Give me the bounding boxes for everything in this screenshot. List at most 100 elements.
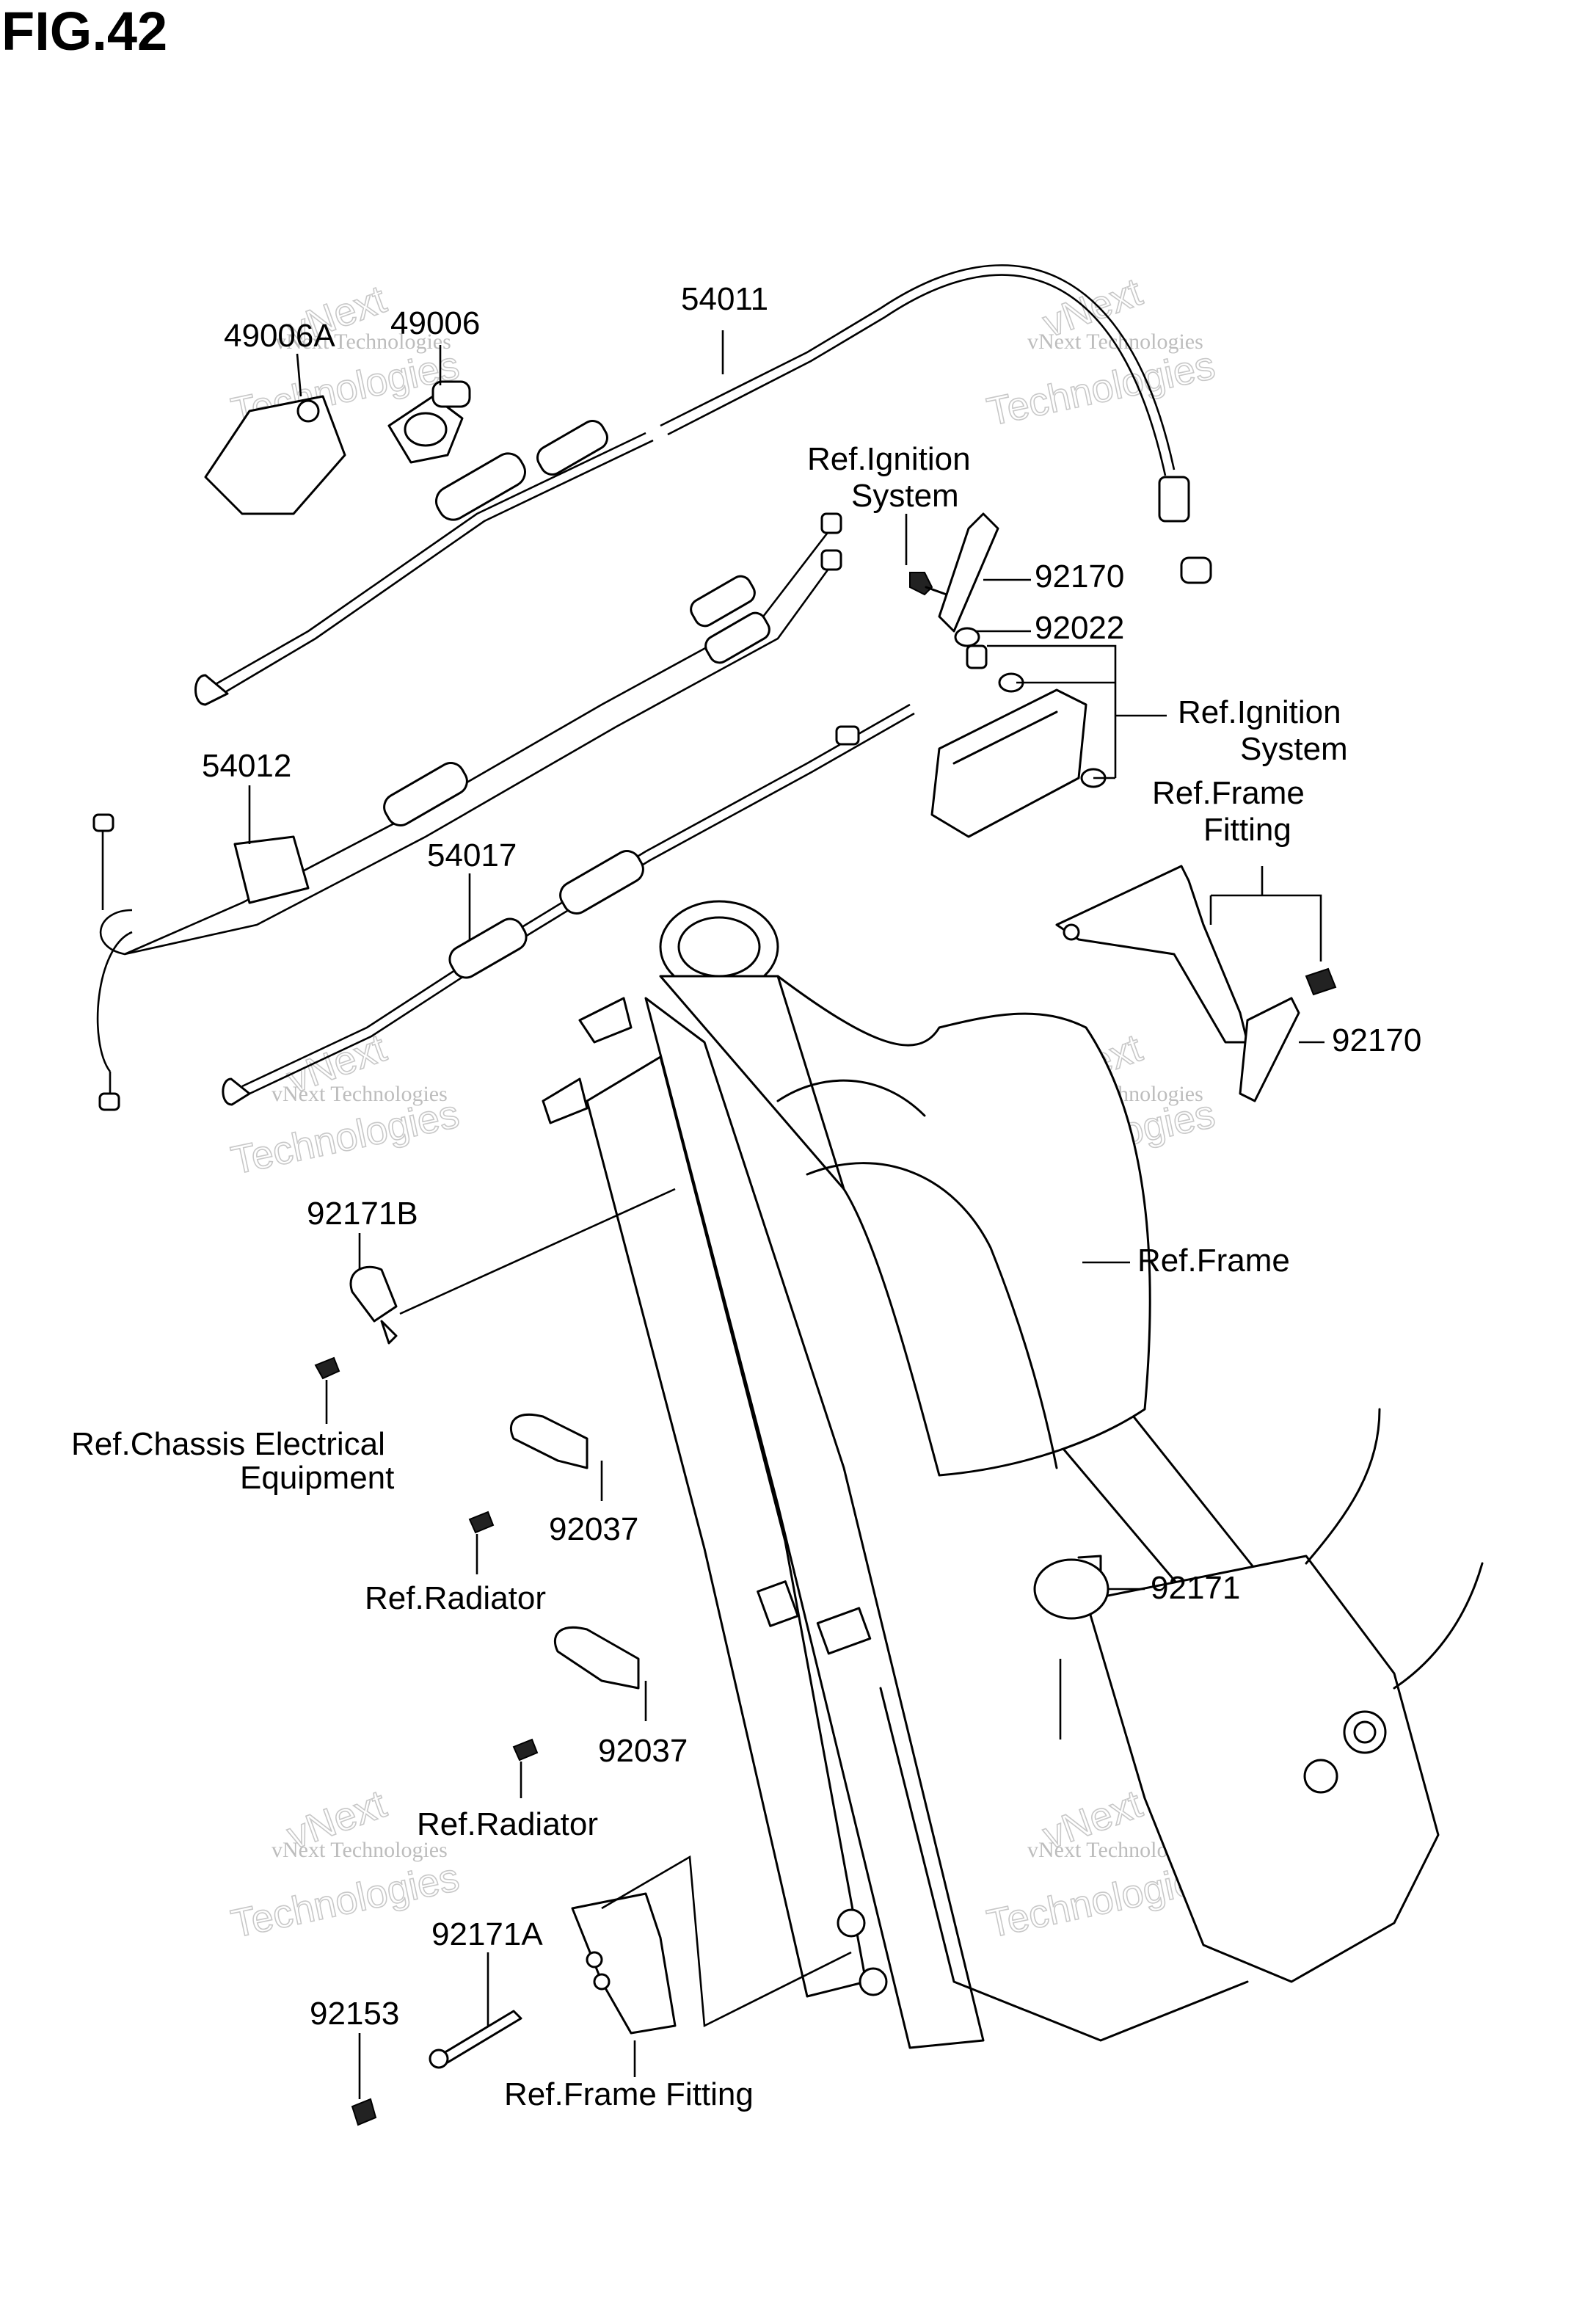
cable-54011-upper-run <box>660 307 881 427</box>
leader-ref-frame-fitting <box>1209 866 1322 961</box>
washer-92022 <box>954 627 980 647</box>
frame-pivot-hole <box>1353 1720 1377 1744</box>
bracket-body <box>1055 865 1249 1044</box>
clamp-92171B-body <box>349 1265 398 1323</box>
frame-boss-2 <box>1303 1759 1338 1794</box>
cable-54012-upper <box>99 520 838 956</box>
cable-54011-adjuster <box>435 452 526 521</box>
cable-54011-curve-edge <box>884 274 1167 476</box>
frame-fitting-bracket <box>1055 865 1337 1102</box>
clamp-92171-latch <box>1077 1555 1102 1572</box>
cable-54011-curve <box>880 264 1176 470</box>
frame-drawing <box>542 900 1484 2049</box>
guard-hole <box>296 399 320 423</box>
label-92171A: 92171A <box>431 1916 543 1952</box>
label-92022: 92022 <box>1035 610 1124 646</box>
cable-54012-adjuster-a <box>690 575 756 628</box>
clamp-92037-lower-body <box>553 1626 640 1690</box>
tie-92171A-head <box>429 2049 449 2069</box>
cable-54017-sleeve <box>559 850 644 915</box>
label-ref-frame-fitting-1: Ref.Frame <box>1152 775 1305 811</box>
tie-92171A <box>439 2010 522 2064</box>
watermark-big-bottom: Technologies <box>983 343 1219 435</box>
label-54011: 54011 <box>681 281 768 317</box>
label-ref-chassis-2: Equipment <box>240 1460 394 1496</box>
cable-54012-lower <box>96 557 838 1072</box>
part-49006A-guard <box>204 395 346 515</box>
cable-54012-end-c <box>92 813 114 832</box>
leader-ref-ignition-right <box>987 644 1167 779</box>
frame-fitting-bottom <box>351 1892 677 2126</box>
strap-92170-right <box>1239 997 1300 1102</box>
label-49006A: 49006A <box>224 318 335 354</box>
cable-54011-sleeve <box>536 420 608 476</box>
label-ref-ignition-right-1: Ref.Ignition <box>1178 694 1341 730</box>
frame-head-tab <box>578 997 633 1044</box>
fitting-plate-hole-2 <box>586 1951 603 1969</box>
leader-49006A <box>296 353 302 397</box>
cable-54017-fitting <box>835 725 860 746</box>
collar-92022-spacer <box>966 644 988 669</box>
label-92170-right: 92170 <box>1332 1022 1421 1058</box>
frame-rear-upper <box>1305 1408 1381 1565</box>
bracket-bolt <box>1305 967 1337 996</box>
frame-mount-hole <box>859 1967 888 1996</box>
ignition-module-edge <box>952 710 1058 765</box>
frame-tab <box>757 1580 799 1627</box>
part-labels: 49006A 49006 54011 Ref.Ignition System 9… <box>71 281 1421 2112</box>
label-54017: 54017 <box>427 837 517 873</box>
figure-title: FIG.42 <box>1 1 167 62</box>
clamp-92037-upper-body <box>509 1413 589 1469</box>
ignition-module <box>930 688 1087 838</box>
cable-54017 <box>222 703 915 1106</box>
label-ref-ignition-top-2: System <box>851 478 959 514</box>
label-92170-top: 92170 <box>1035 559 1124 595</box>
watermark-top-right: vNext Technologies vNext Technologies <box>983 269 1219 435</box>
leader-lines <box>248 330 1324 2099</box>
clamp-92037-lower <box>512 1626 640 1762</box>
cable-54012-end-b <box>820 549 842 571</box>
label-49006: 49006 <box>390 305 480 341</box>
leader-fitting-to-frame <box>601 1855 852 2028</box>
bolt-shank-top <box>925 586 948 596</box>
label-ref-chassis-1: Ref.Chassis Electrical <box>71 1426 385 1462</box>
cable-54011-end-fitting <box>1158 476 1190 523</box>
adjuster-body <box>431 380 471 408</box>
clamp-92171B-tab <box>380 1320 398 1345</box>
label-ref-frame-fitting-bottom: Ref.Frame Fitting <box>504 2076 754 2112</box>
guard-body <box>204 395 346 515</box>
frame-inner-curve <box>776 1079 926 1117</box>
frame-head-tab-2 <box>542 1077 589 1124</box>
clamp-92171B <box>314 1265 398 1380</box>
adjuster-thread <box>404 412 448 447</box>
watermark-small: vNext Technologies <box>272 1082 448 1106</box>
cable-54011-end-barrel-2 <box>1180 556 1212 584</box>
label-54012: 54012 <box>202 748 291 784</box>
clamp-92037-upper-bolt <box>468 1511 495 1534</box>
label-92171: 92171 <box>1151 1570 1240 1606</box>
leader-92171B-to-frame <box>399 1188 676 1315</box>
steering-head-inner <box>677 916 761 978</box>
watermark-small: vNext Technologies <box>1027 330 1203 354</box>
frame-rear-arc <box>1393 1562 1484 1690</box>
cable-54012-junction <box>233 835 310 904</box>
frame-lower-cradle <box>879 1687 1249 2042</box>
cable-54012-end-d <box>98 1092 120 1111</box>
bolt-92153 <box>351 2098 377 2126</box>
fitting-plate-hole <box>593 1973 611 1991</box>
clamp-92171B-bolt <box>314 1356 340 1380</box>
label-ref-ignition-top-1: Ref.Ignition <box>807 441 971 477</box>
frame-bracket <box>816 1607 872 1655</box>
frame-mount-hole <box>837 1908 866 1938</box>
bolt-head-top <box>909 572 933 596</box>
watermark-small: vNext Technologies <box>275 330 451 354</box>
clamp-92037-upper <box>468 1413 589 1534</box>
strap-92170-top <box>938 512 999 633</box>
label-ref-radiator-b: Ref.Radiator <box>417 1806 598 1842</box>
label-ref-frame: Ref.Frame <box>1137 1243 1290 1279</box>
label-ref-frame-fitting-2: Fitting <box>1203 812 1291 848</box>
watermark-big-bottom: Technologies <box>227 1855 463 1946</box>
cable-54011-upper-run-edge <box>667 316 886 436</box>
cable-54017-end-barrel <box>222 1077 251 1106</box>
label-92171B: 92171B <box>307 1196 418 1232</box>
